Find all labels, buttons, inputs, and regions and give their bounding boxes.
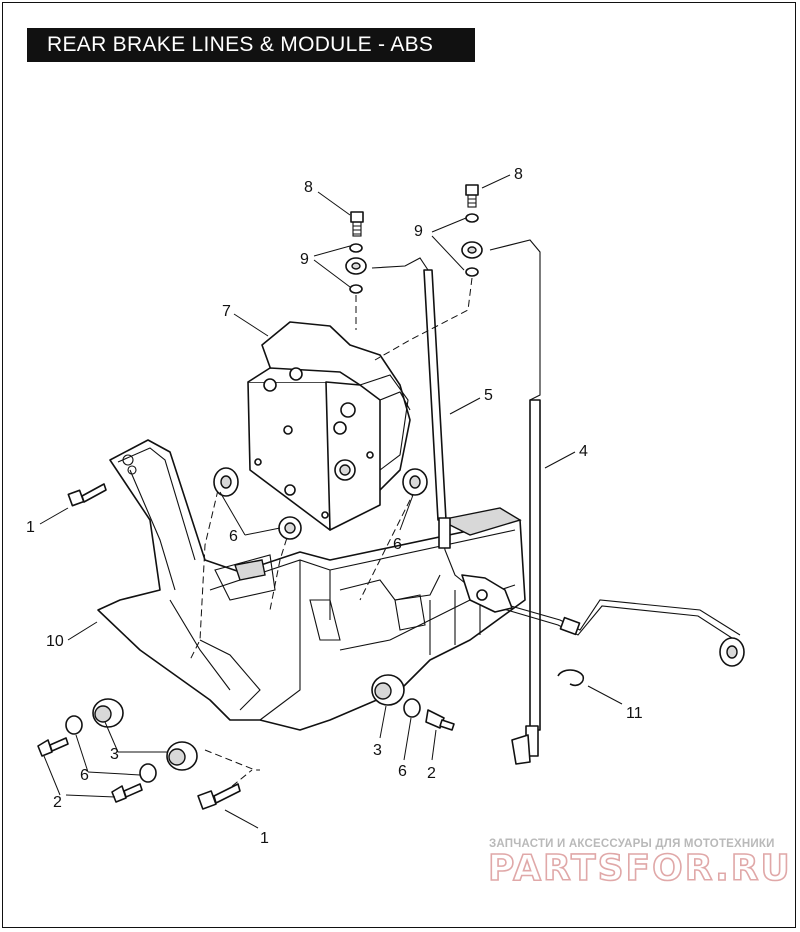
screw-2-right xyxy=(425,709,455,731)
callout-8-right: 8 xyxy=(514,166,523,183)
callout-9-left: 9 xyxy=(300,251,309,268)
screw-2-left-lower xyxy=(111,783,143,803)
washer-lower-left-2 xyxy=(139,763,157,783)
callout-6-lower-left: 6 xyxy=(80,767,89,784)
callout-6-upper-left: 6 xyxy=(229,528,238,545)
watermark-subtitle: ЗАПЧАСТИ И АКСЕССУАРЫ ДЛЯ МОТОТЕХНИКИ xyxy=(489,838,775,850)
page-title: REAR BRAKE LINES & MODULE - ABS xyxy=(27,28,475,62)
grommet-upper-right xyxy=(402,468,428,496)
callout-2-left: 2 xyxy=(53,794,62,811)
isolator-left-upper xyxy=(92,698,124,728)
bolt-1-upper xyxy=(67,483,107,507)
grommet-upper-middle xyxy=(278,516,302,540)
callout-9-right: 9 xyxy=(414,223,423,240)
clip-11 xyxy=(557,669,585,687)
banjo-bolt-right xyxy=(461,184,483,277)
abs-module xyxy=(247,321,411,531)
screw-2-left-upper xyxy=(37,737,69,757)
isolator-right xyxy=(371,674,405,706)
washer-lower-left-1 xyxy=(65,715,83,735)
abs-mounting-tray xyxy=(97,439,526,731)
washer-lower-right xyxy=(403,698,421,718)
leader-lines xyxy=(39,174,623,829)
callout-4: 4 xyxy=(579,443,588,460)
banjo-bolt-left xyxy=(345,211,367,294)
callout-1-lower: 1 xyxy=(260,830,269,847)
callout-2-right: 2 xyxy=(427,765,436,782)
callout-1-upper: 1 xyxy=(26,519,35,536)
watermark-brand: PARTSFOR.RU xyxy=(488,848,792,889)
callout-11: 11 xyxy=(626,705,643,722)
callout-7: 7 xyxy=(222,303,231,320)
grommet-upper-left xyxy=(213,467,239,497)
callout-3-right: 3 xyxy=(373,742,382,759)
isolator-left-lower xyxy=(166,741,198,771)
brake-line-5 xyxy=(371,257,481,596)
callout-6-lower-right: 6 xyxy=(398,763,407,780)
bolt-1-lower xyxy=(197,783,241,810)
callout-8-left: 8 xyxy=(304,179,313,196)
brake-line-4 xyxy=(461,239,745,765)
callout-6-upper-right: 6 xyxy=(393,536,402,553)
callout-3-left: 3 xyxy=(110,746,119,763)
callout-10: 10 xyxy=(46,633,64,650)
callout-5: 5 xyxy=(484,387,493,404)
